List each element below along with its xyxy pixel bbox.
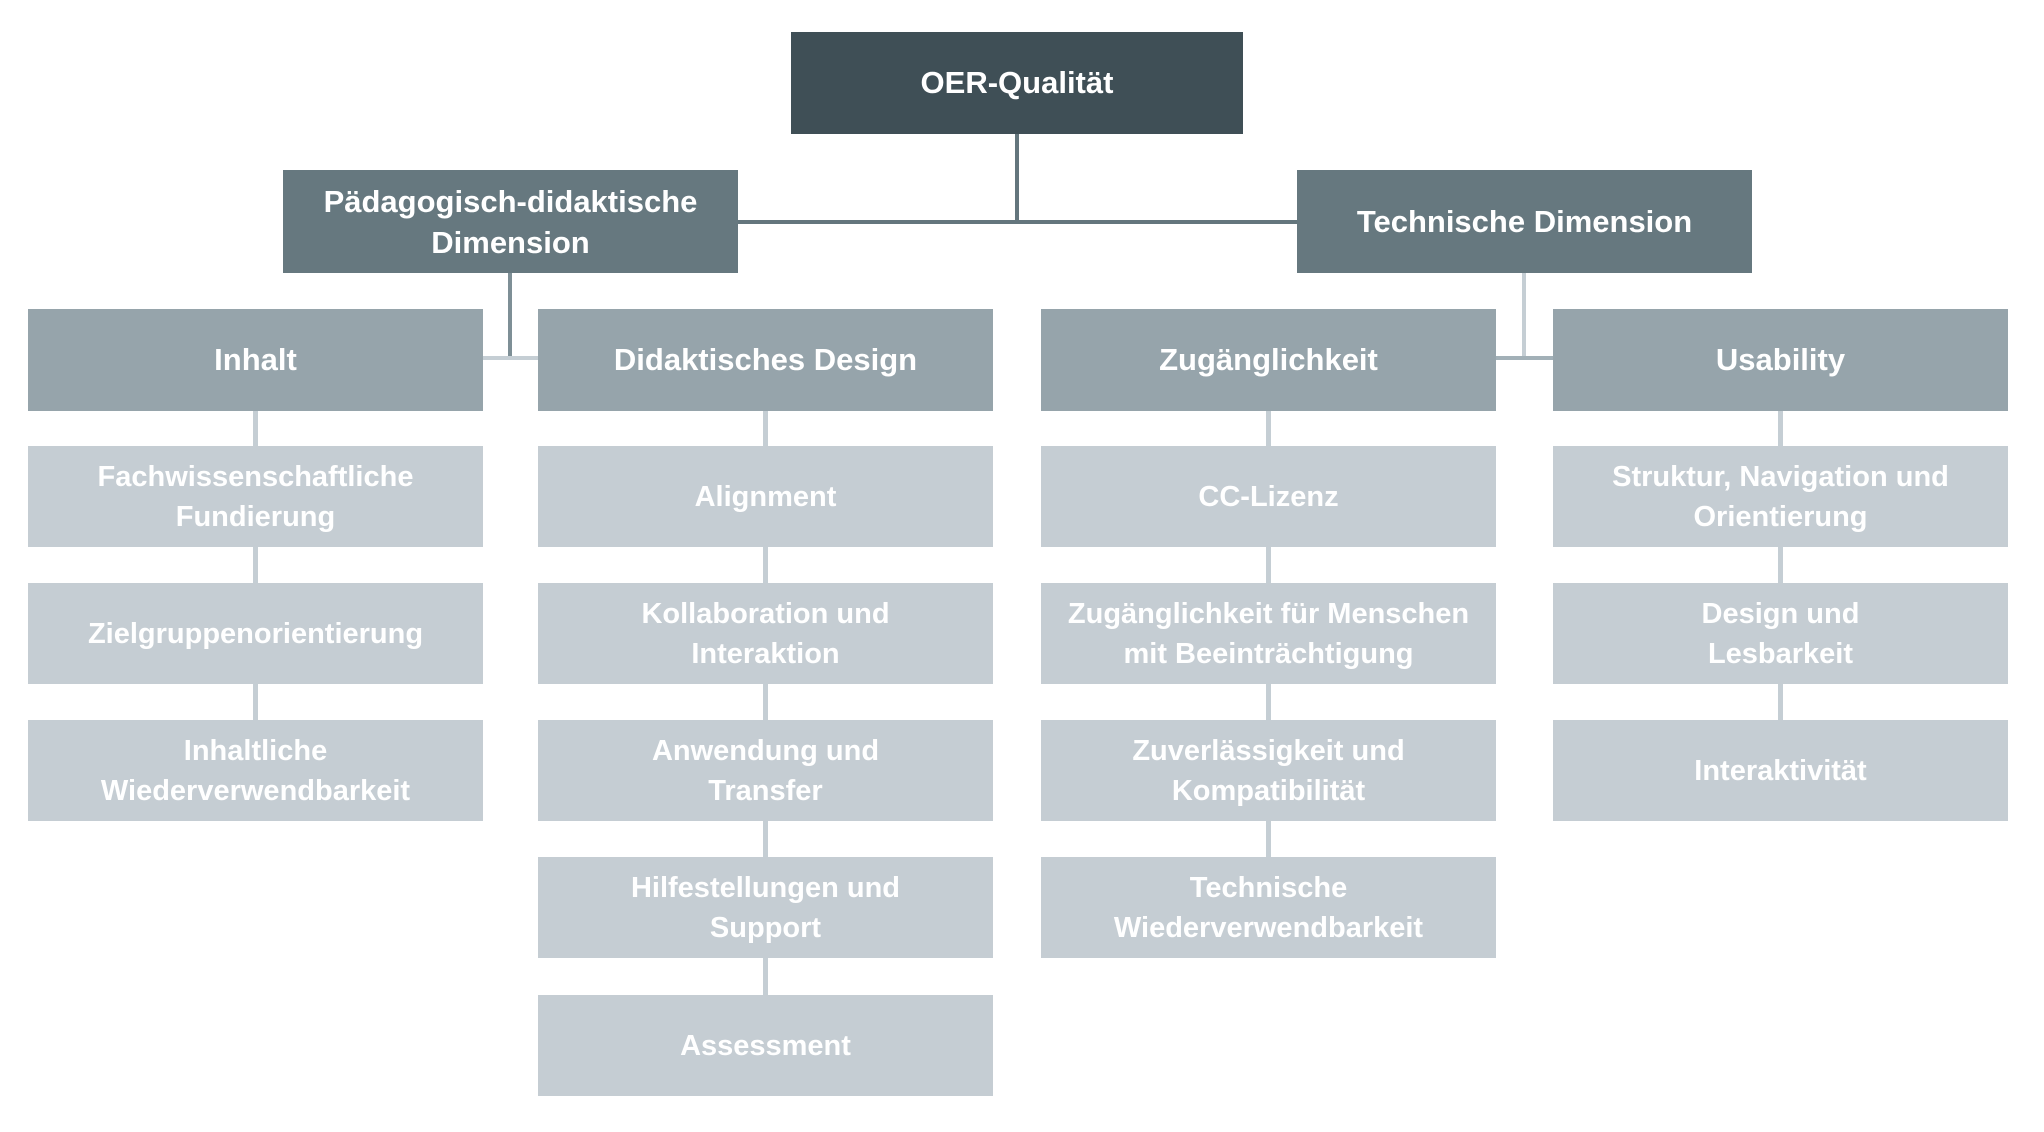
category-box-inhalt: Inhalt (28, 309, 483, 411)
connector-item-vertical (1266, 821, 1271, 857)
item-box-label: Inhaltliche Wiederverwendbarkeit (100, 734, 411, 807)
connector-category-bridge-right (1496, 356, 1553, 360)
category-box-didaktisches-design: Didaktisches Design (538, 309, 993, 411)
connector-item-vertical (1778, 547, 1783, 583)
dimension-box-label: Technische Dimension (1356, 204, 1693, 239)
root-box-label: OER-Qualität (920, 65, 1114, 100)
connector-dimension-vertical-right (1522, 273, 1526, 360)
connector-item-vertical (253, 411, 258, 446)
connector-item-vertical (1778, 411, 1783, 446)
connector-item-vertical (253, 684, 258, 720)
item-box-hilfestellungen-und-support: Hilfestellungen und Support (538, 857, 993, 958)
item-box-label: Zielgruppenorientierung (87, 617, 424, 650)
item-box-label: Alignment (694, 480, 837, 513)
connector-item-vertical (253, 547, 258, 583)
dimension-box-label: Pädagogisch-didaktische Dimension (323, 183, 698, 260)
connector-category-bridge-left (483, 356, 538, 360)
item-box-assessment: Assessment (538, 995, 993, 1096)
item-box-inhaltliche-wiederverwendbarkeit: Inhaltliche Wiederverwendbarkeit (28, 720, 483, 821)
dimension-box-paedagogisch-didaktisch: Pädagogisch-didaktische Dimension (283, 170, 738, 273)
category-box-usability: Usability (1553, 309, 2008, 411)
connector-dimension-vertical-left (508, 273, 512, 360)
connector-item-vertical (1266, 411, 1271, 446)
connector-root-horizontal (738, 220, 1297, 224)
item-box-kollaboration-und-interaktion: Kollaboration und Interaktion (538, 583, 993, 684)
item-box-label: Fachwissenschaftliche Fundierung (97, 460, 414, 533)
item-box-interaktivitaet: Interaktivität (1553, 720, 2008, 821)
connector-item-vertical (763, 411, 768, 446)
connector-item-vertical (763, 821, 768, 857)
category-box-label: Zugänglichkeit (1159, 342, 1378, 377)
item-box-label: Zugänglichkeit für Menschen mit Beeinträ… (1067, 597, 1470, 670)
connector-item-vertical (763, 547, 768, 583)
connector-item-vertical (1266, 684, 1271, 720)
connector-item-vertical (763, 958, 768, 995)
category-box-zugaenglichkeit: Zugänglichkeit (1041, 309, 1496, 411)
item-box-label: Zuverlässigkeit und Kompatibilität (1132, 734, 1405, 807)
category-box-label: Didaktisches Design (613, 342, 918, 377)
item-box-anwendung-und-transfer: Anwendung und Transfer (538, 720, 993, 821)
root-box-oer-qualitaet: OER-Qualität (791, 32, 1243, 134)
connector-item-vertical (1266, 547, 1271, 583)
item-box-label: Kollaboration und Interaktion (641, 597, 890, 670)
item-box-zielgruppenorientierung: Zielgruppenorientierung (28, 583, 483, 684)
item-box-label: Technische Wiederverwendbarkeit (1113, 871, 1424, 944)
item-box-alignment: Alignment (538, 446, 993, 547)
dimension-box-technisch: Technische Dimension (1297, 170, 1752, 273)
connector-root-vertical (1015, 134, 1019, 222)
category-box-label: Inhalt (214, 342, 297, 377)
item-box-struktur-navigation-orientierung: Struktur, Navigation und Orientierung (1553, 446, 2008, 547)
item-box-cc-lizenz: CC-Lizenz (1041, 446, 1496, 547)
item-box-label: CC-Lizenz (1198, 480, 1339, 513)
item-box-design-und-lesbarkeit: Design und Lesbarkeit (1553, 583, 2008, 684)
item-box-label: Struktur, Navigation und Orientierung (1612, 460, 1949, 533)
item-box-label: Hilfestellungen und Support (630, 871, 901, 944)
category-box-label: Usability (1715, 342, 1846, 377)
item-box-zuverlaessigkeit-und-kompatibilitaet: Zuverlässigkeit und Kompatibilität (1041, 720, 1496, 821)
item-box-zugaenglichkeit-fuer-menschen: Zugänglichkeit für Menschen mit Beeinträ… (1041, 583, 1496, 684)
item-box-label: Interaktivität (1694, 754, 1867, 787)
connector-item-vertical (1778, 684, 1783, 720)
item-box-label: Anwendung und Transfer (651, 734, 880, 807)
item-box-technische-wiederverwendbarkeit: Technische Wiederverwendbarkeit (1041, 857, 1496, 958)
item-box-label: Assessment (680, 1029, 851, 1062)
item-box-fachwissenschaftliche-fundierung: Fachwissenschaftliche Fundierung (28, 446, 483, 547)
item-box-label: Design und Lesbarkeit (1701, 597, 1860, 670)
connector-item-vertical (763, 684, 768, 720)
